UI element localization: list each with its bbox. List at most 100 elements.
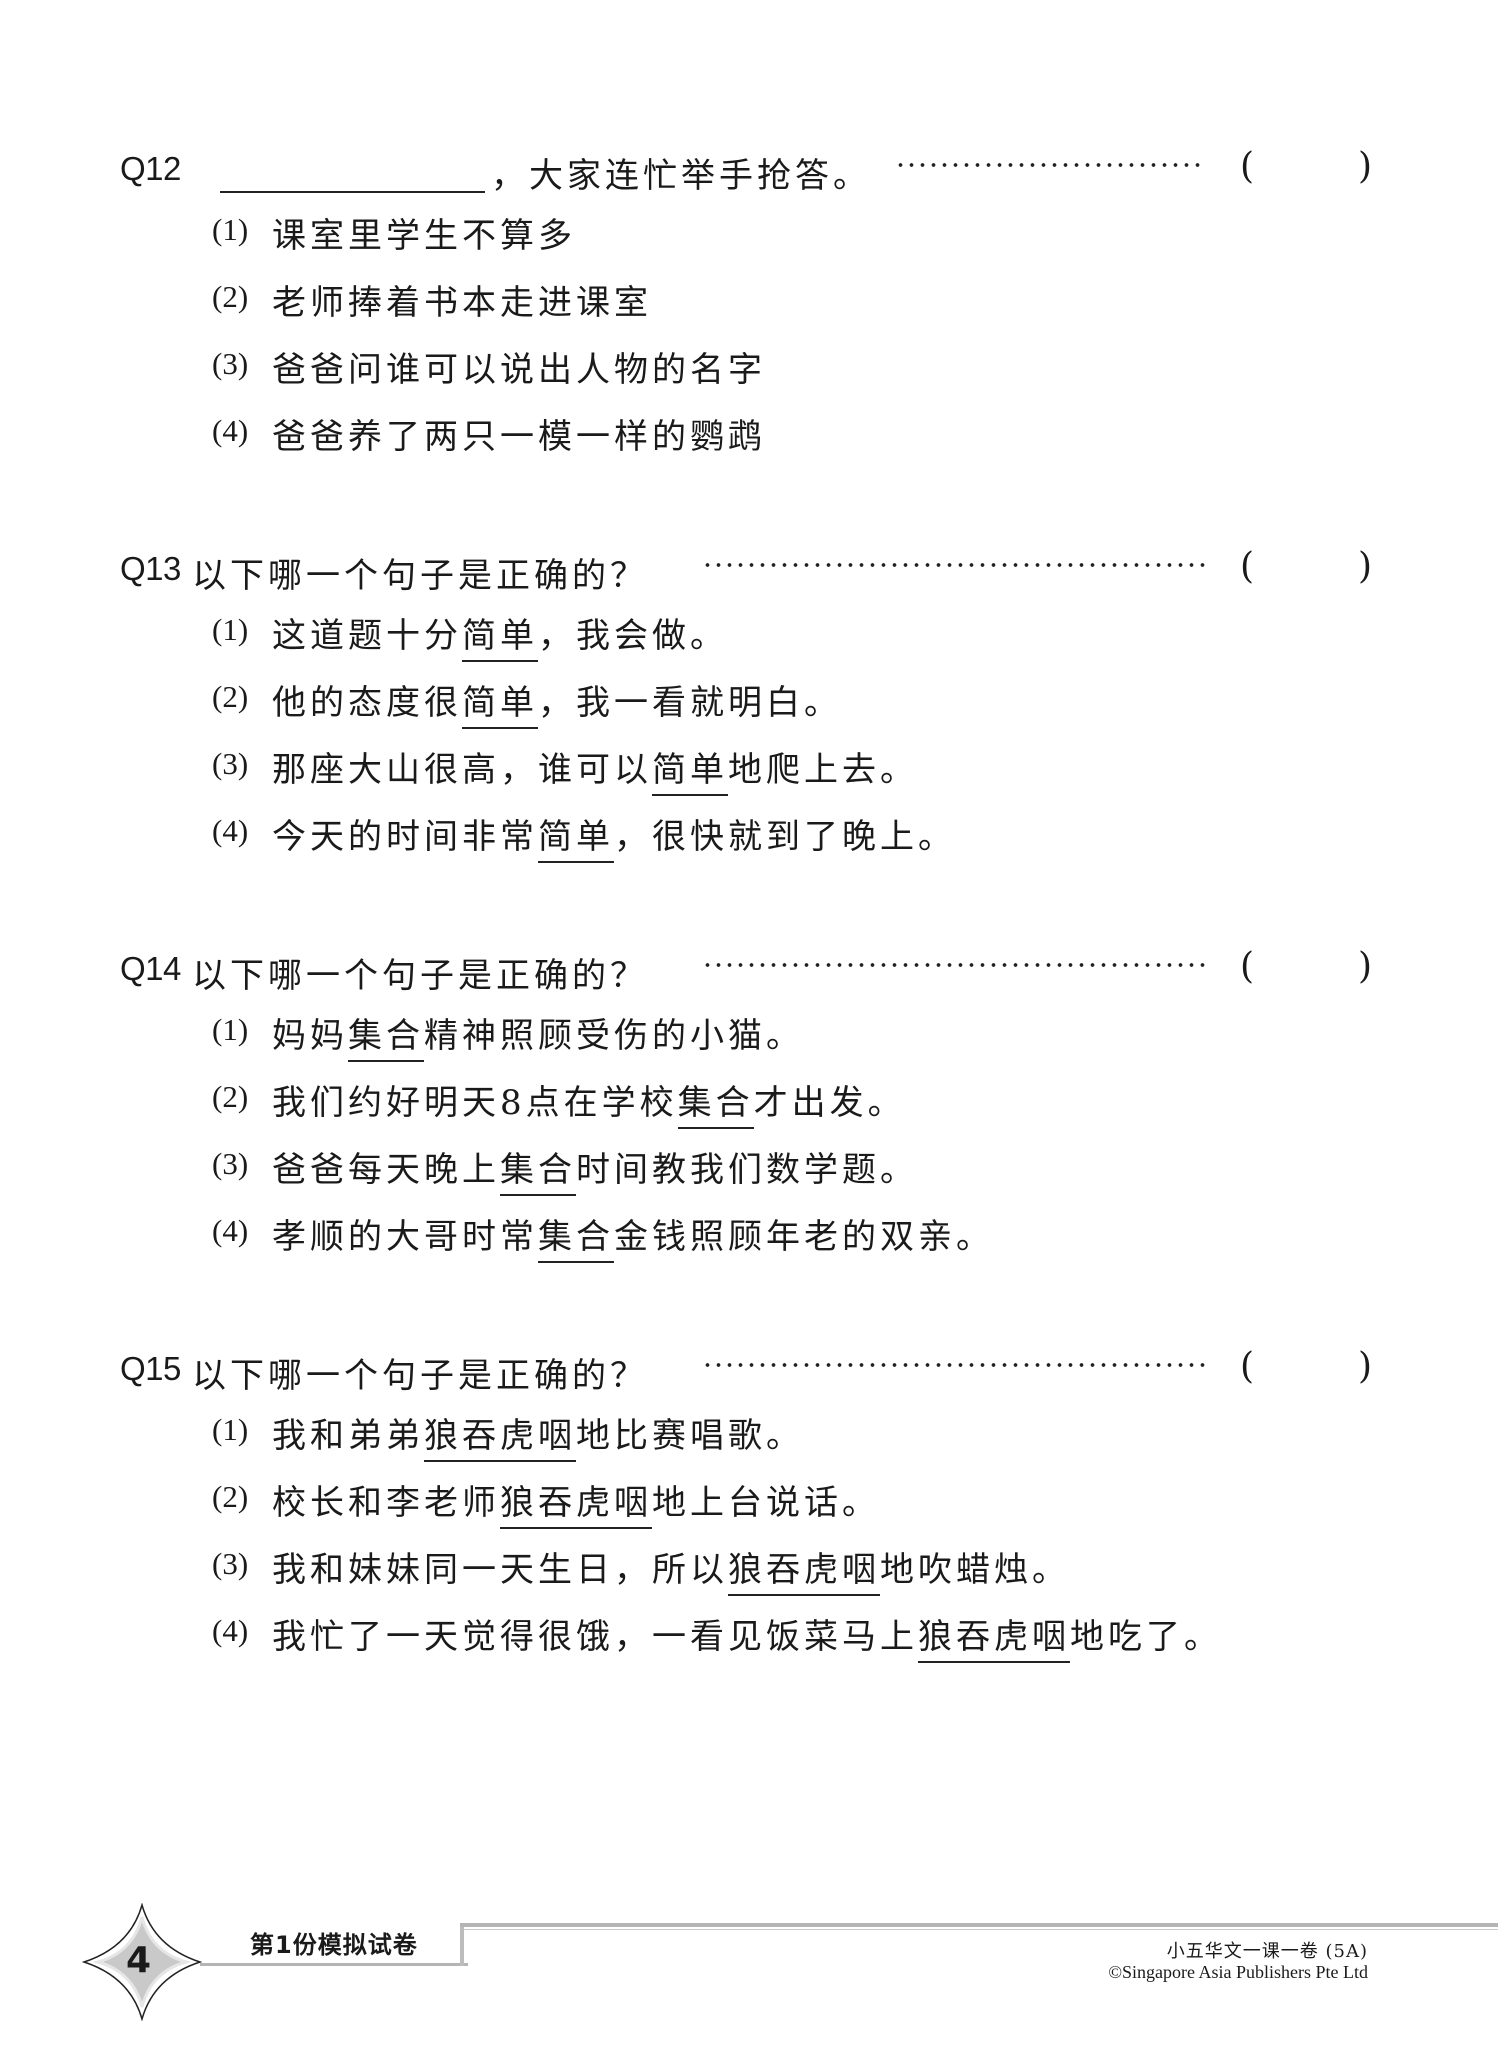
answer-box-close[interactable]: ) bbox=[1358, 946, 1373, 987]
option-text-segment: ，我一看就明白。 bbox=[538, 683, 842, 723]
question-header: Q13 以下哪一个句子是正确的？ () bbox=[120, 540, 1373, 600]
underlined-word: 简单 bbox=[652, 750, 728, 796]
option-label: (2) bbox=[212, 1479, 249, 1514]
question-number: Q15 bbox=[120, 1350, 181, 1387]
question-stem: 以下哪一个句子是正确的？ bbox=[192, 556, 648, 596]
option-item[interactable]: (2) 他的态度很简单，我一看就明白。 bbox=[120, 667, 1370, 734]
option-text: 我和妹妹同一天生日，所以狼吞虎咽地吹蜡烛。 bbox=[272, 1542, 1070, 1596]
option-item[interactable]: (4) 今天的时间非常简单，很快就到了晚上。 bbox=[120, 801, 1370, 868]
footer-divider-vertical bbox=[460, 1924, 464, 1966]
four-point-star-icon bbox=[82, 1903, 202, 2021]
option-text-segment: 老师捧着书本走进课室 bbox=[272, 283, 652, 323]
question-header: Q14 以下哪一个句子是正确的？ () bbox=[120, 940, 1373, 1000]
option-text-segment: 金钱照顾年老的双亲。 bbox=[614, 1217, 994, 1257]
option-text: 我忙了一天觉得很饿，一看见饭菜马上狼吞虎咽地吃了。 bbox=[272, 1609, 1222, 1663]
option-text: 爸爸每天晚上集合时间教我们数学题。 bbox=[272, 1142, 918, 1196]
option-item[interactable]: (3)那座大山很高，谁可以简单地爬上去。 bbox=[120, 734, 1370, 801]
option-item[interactable]: (1)我和弟弟狼吞虎咽地比赛唱歌。 bbox=[120, 1400, 1370, 1467]
option-item[interactable]: (3) 爸爸问谁可以说出人物的名字 bbox=[120, 334, 1370, 401]
underlined-word: 狼吞虎咽 bbox=[728, 1550, 880, 1596]
underlined-word: 集合 bbox=[677, 1083, 754, 1129]
answer-box-close[interactable]: ) bbox=[1358, 546, 1373, 587]
option-label: (4) bbox=[212, 813, 249, 848]
option-text-segment: 这道题十分 bbox=[272, 616, 462, 656]
dotted-leader bbox=[702, 562, 1205, 568]
underlined-word: 简单 bbox=[462, 616, 538, 662]
option-text-segment: 孝顺的大哥时常 bbox=[272, 1217, 538, 1257]
section-title: 第1份模拟试卷 bbox=[250, 1931, 418, 1959]
option-item[interactable]: (2) 我们约好明天8点在学校集合才出发。 bbox=[120, 1067, 1370, 1134]
copyright: ©Singapore Asia Publishers Pte Ltd bbox=[1108, 1962, 1368, 1982]
footer-divider-bottom bbox=[200, 1963, 468, 1966]
answer-box-open[interactable]: ( bbox=[1240, 146, 1255, 187]
fill-in-blank[interactable] bbox=[220, 163, 485, 193]
option-label: (3) bbox=[212, 1146, 249, 1181]
option-text: 今天的时间非常简单，很快就到了晚上。 bbox=[272, 809, 956, 863]
option-item[interactable]: (1)这道题十分简单，我会做。 bbox=[120, 600, 1370, 667]
option-text-segment: 他的态度很 bbox=[272, 683, 462, 723]
answer-box-close[interactable]: ) bbox=[1358, 146, 1373, 187]
underlined-word: 狼吞虎咽 bbox=[500, 1483, 652, 1529]
page-number: 4 bbox=[126, 1940, 152, 1981]
question-q13: Q13 以下哪一个句子是正确的？ () (1)这道题十分简单，我会做。 (2) 他的态度很… bbox=[120, 540, 1373, 868]
underlined-word: 集合 bbox=[500, 1150, 576, 1196]
option-text: 妈妈集合精神照顾受伤的小猫。 bbox=[272, 1008, 804, 1062]
option-item[interactable]: (3) 爸爸每天晚上集合时间教我们数学题。 bbox=[120, 1134, 1370, 1201]
option-label: (2) bbox=[212, 679, 249, 714]
option-item[interactable]: (2) 校长和李老师狼吞虎咽地上台说话。 bbox=[120, 1467, 1370, 1534]
book-title: 小五华文一课一卷 (5A) bbox=[1166, 1941, 1368, 1962]
option-label: (3) bbox=[212, 346, 249, 381]
answer-box-open[interactable]: ( bbox=[1240, 946, 1255, 987]
option-text-segment: 课室里学生不算多 bbox=[272, 216, 576, 256]
option-item[interactable]: (1) 课室里学生不算多 bbox=[120, 200, 1370, 267]
option-label: (2) bbox=[212, 279, 249, 314]
question-number: Q13 bbox=[120, 550, 181, 587]
option-label: (1) bbox=[212, 1012, 249, 1047]
option-label: (4) bbox=[212, 413, 249, 448]
question-stem: 以下哪一个句子是正确的？ bbox=[192, 956, 648, 996]
option-text-segment: 爸爸养了两只一模一样的鹦鹉 bbox=[272, 417, 766, 457]
option-item[interactable]: (3)我和妹妹同一天生日，所以狼吞虎咽地吹蜡烛。 bbox=[120, 1534, 1370, 1601]
option-item[interactable]: (1) 妈妈集合精神照顾受伤的小猫。 bbox=[120, 1000, 1370, 1067]
option-text-segment: 地爬上去。 bbox=[728, 750, 918, 790]
footer-divider-top-thin bbox=[464, 1929, 1498, 1930]
option-text: 校长和李老师狼吞虎咽地上台说话。 bbox=[272, 1475, 880, 1529]
answer-box-open[interactable]: ( bbox=[1240, 546, 1255, 587]
option-item[interactable]: (4) 爸爸养了两只一模一样的鹦鹉 bbox=[120, 401, 1370, 468]
option-text-segment: 我和妹妹同一天生日，所以 bbox=[272, 1550, 728, 1590]
option-text: 他的态度很简单，我一看就明白。 bbox=[272, 675, 842, 729]
answer-box-open[interactable]: ( bbox=[1240, 1346, 1255, 1387]
option-item[interactable]: (4) 我忙了一天觉得很饿，一看见饭菜马上狼吞虎咽地吃了。 bbox=[120, 1601, 1370, 1668]
option-text: 那座大山很高，谁可以简单地爬上去。 bbox=[272, 742, 918, 796]
underlined-word: 简单 bbox=[462, 683, 538, 729]
option-text-segment: ，我会做。 bbox=[538, 616, 728, 656]
option-label: (1) bbox=[212, 212, 249, 247]
option-text-segment: 我忙了一天觉得很饿，一看见饭菜马上 bbox=[272, 1617, 918, 1657]
question-stem-text: ，大家连忙举手抢答。 bbox=[491, 156, 871, 196]
option-text-segment: 我们约好明天8点在学校 bbox=[272, 1083, 678, 1123]
dotted-leader bbox=[702, 962, 1205, 968]
underlined-word: 集合 bbox=[538, 1217, 614, 1263]
option-text-segment: 爸爸问谁可以说出人物的名字 bbox=[272, 350, 766, 390]
option-label: (2) bbox=[212, 1079, 249, 1114]
option-item[interactable]: (2) 老师捧着书本走进课室 bbox=[120, 267, 1370, 334]
answer-box-close[interactable]: ) bbox=[1358, 1346, 1373, 1387]
option-text-segment: 我和弟弟 bbox=[272, 1416, 424, 1456]
question-header: Q12，大家连忙举手抢答。() bbox=[120, 140, 1373, 200]
option-text: 老师捧着书本走进课室 bbox=[272, 275, 652, 324]
option-item[interactable]: (4) 孝顺的大哥时常集合金钱照顾年老的双亲。 bbox=[120, 1201, 1370, 1268]
option-label: (4) bbox=[212, 1213, 249, 1248]
option-label: (4) bbox=[212, 1613, 249, 1648]
option-label: (1) bbox=[212, 1412, 249, 1447]
option-text: 我们约好明天8点在学校集合才出发。 bbox=[272, 1075, 906, 1129]
dotted-leader bbox=[702, 1362, 1205, 1368]
footer-divider-top bbox=[460, 1923, 1498, 1927]
option-text-segment: ，很快就到了晚上。 bbox=[614, 817, 956, 857]
underlined-word: 狼吞虎咽 bbox=[918, 1617, 1070, 1663]
option-text-segment: 妈妈 bbox=[272, 1016, 348, 1056]
option-text: 这道题十分简单，我会做。 bbox=[272, 608, 728, 662]
option-text-segment: 地吹蜡烛。 bbox=[880, 1550, 1070, 1590]
question-number: Q14 bbox=[120, 950, 181, 987]
